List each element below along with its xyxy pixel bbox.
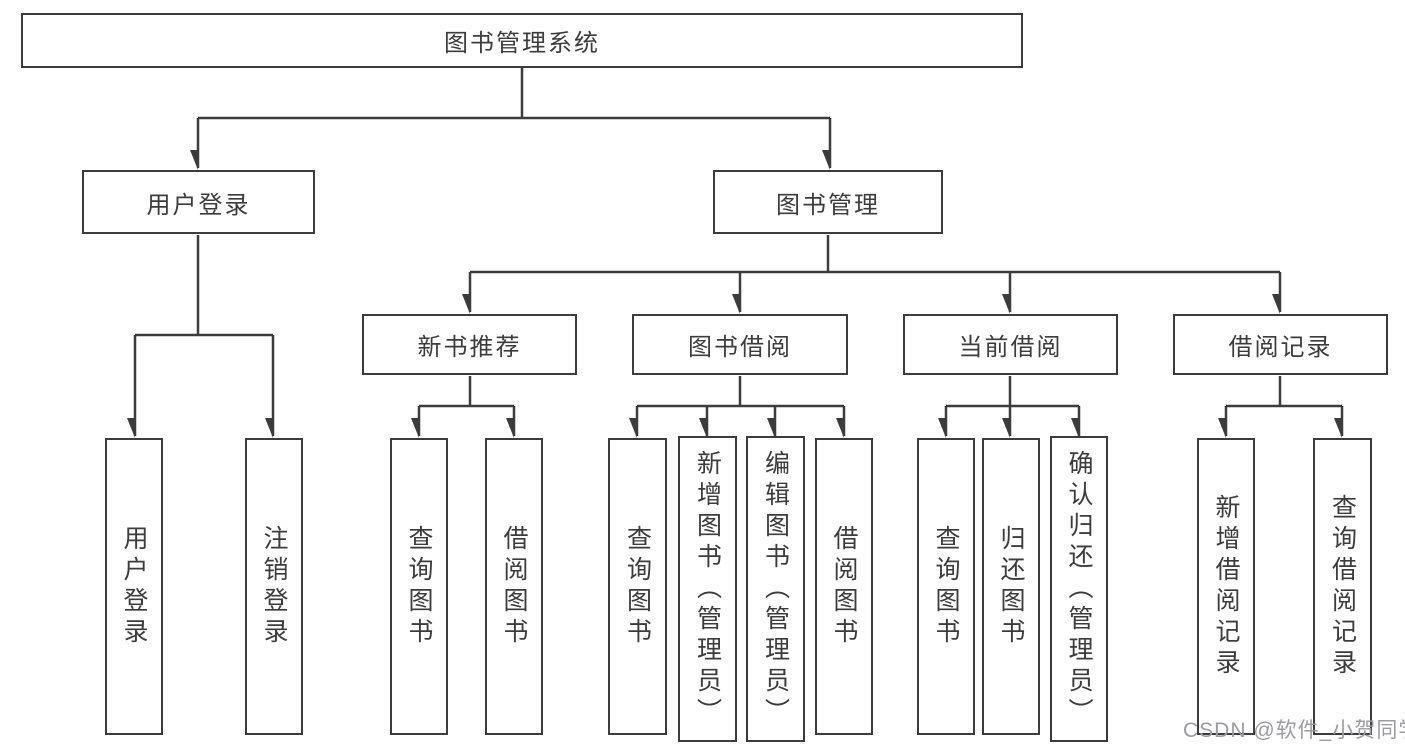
leaf-add-borrow-record: 新增借阅记录	[1197, 438, 1255, 735]
leaf-user-login: 用户登录	[105, 438, 163, 735]
connector-book-borrow	[637, 376, 844, 408]
connector-borrow-records	[1226, 376, 1342, 408]
leaf-borrow-books-recommend: 借阅图书	[485, 438, 543, 735]
connector-user-login	[135, 235, 273, 337]
node-root: 图书管理系统	[21, 13, 1023, 68]
leaf-logout: 注销登录	[245, 438, 303, 735]
leaf-query-books-current: 查询图书	[917, 438, 975, 735]
node-book-management: 图书管理	[713, 170, 943, 234]
leaf-add-book-admin: 新增图书（管理员）	[678, 436, 737, 742]
connector-root	[198, 66, 830, 120]
node-new-book-recommend: 新书推荐	[362, 314, 577, 375]
node-current-borrow: 当前借阅	[903, 314, 1118, 375]
connector-current-borrow	[946, 376, 1079, 408]
leaf-return-book: 归还图书	[982, 438, 1040, 735]
connector-new-book	[419, 376, 514, 408]
connector-book-management	[470, 235, 1280, 274]
node-book-borrow: 图书借阅	[632, 314, 848, 375]
leaf-query-books-borrow: 查询图书	[608, 438, 667, 735]
leaf-confirm-return-admin: 确认归还（管理员）	[1050, 436, 1108, 742]
node-user-login: 用户登录	[82, 170, 315, 234]
leaf-edit-book-admin: 编辑图书（管理员）	[746, 436, 805, 742]
watermark: CSDN @软件_小贺同学	[1183, 719, 1405, 742]
leaf-query-books-recommend: 查询图书	[390, 438, 448, 735]
leaf-borrow-books: 借阅图书	[815, 438, 873, 735]
leaf-query-borrow-record: 查询借阅记录	[1313, 438, 1372, 735]
node-borrow-records: 借阅记录	[1173, 314, 1388, 375]
